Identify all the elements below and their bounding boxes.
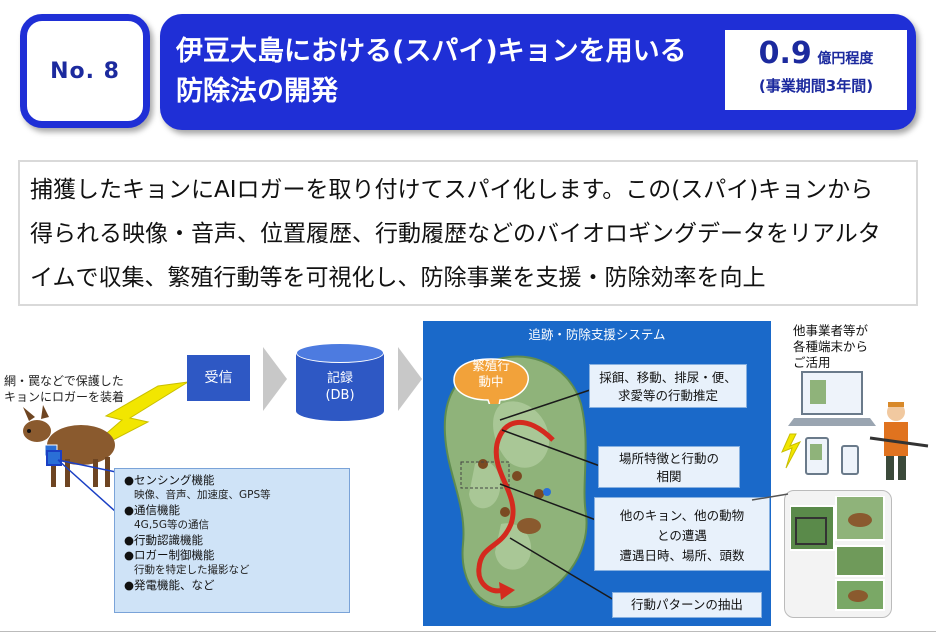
feature-control-detail: 行動を特定した撮影など (134, 564, 250, 576)
title-line-1: 伊豆大島における(スパイ)キョンを用いる (176, 36, 687, 67)
feature-box (114, 468, 350, 613)
number-text: No. 8 (50, 58, 120, 84)
deer-marker (534, 489, 544, 499)
budget-period: (事業期間3年間) (758, 77, 874, 95)
encounter-note: 他のキョン、他の動物 との遭遇 遭遇日時、場所、頭数 (594, 497, 770, 571)
title-line-2: 防除法の開発 (176, 76, 338, 107)
bottom-divider (0, 631, 936, 632)
mating-callout (453, 358, 530, 404)
budget-box: 0.9 億円程度 (事業期間3年間) (723, 28, 909, 112)
system-title: 追跡・防除支援システム (528, 327, 666, 342)
feature-control: ●ロガー制御機能 (124, 548, 215, 562)
feature-list: ●センシング機能 映像、音声、加速度、GPS等 ●通信機能 4G,5G等の通信 … (124, 473, 350, 593)
note2-line-2: 相関 (656, 469, 682, 484)
flow-arrow-1 (263, 347, 287, 411)
mating-line-2: 動中 (478, 374, 504, 389)
photo-thumbnails (790, 496, 885, 611)
description-line-1: 捕獲したキョンにAIロガーを取り付けてスパイ化します。この(スパイ)キョンから (30, 177, 874, 203)
highlight-area (460, 461, 510, 489)
flow-arrow-2 (398, 347, 422, 411)
photo-thumbnail (835, 496, 885, 541)
behavior-estimation-note: 採餌、移動、排尿・便、 求愛等の行動推定 (589, 364, 747, 408)
device-illustration (781, 371, 929, 480)
logger-point (543, 488, 551, 496)
location-correlation-note: 場所特徴と行動の 相関 (598, 446, 740, 488)
gallery-connector (751, 493, 789, 501)
capture-line-2: キョンにロガーを装着 (4, 390, 125, 404)
others-line-3: ご活用 (793, 355, 831, 370)
feature-communication: ●通信機能 (124, 503, 181, 517)
note1-line-1: 採餌、移動、排尿・便、 (599, 370, 737, 385)
others-line-1: 他事業者等が (793, 323, 869, 338)
capture-line-1: 網・罠などで保護した (4, 374, 124, 388)
note2-line-1: 場所特徴と行動の (618, 451, 719, 466)
record-line-1: 記録 (326, 371, 353, 386)
feature-sensing-detail: 映像、音声、加速度、GPS等 (134, 489, 271, 501)
number-badge: No. 8 (20, 14, 150, 128)
deer-marker (500, 507, 510, 517)
budget-unit: 億円程度 (817, 51, 874, 67)
note3-line-3: 遭遇日時、場所、頭数 (619, 548, 745, 563)
route-arrow-icon (499, 582, 515, 600)
photo-thumbnail (835, 545, 885, 577)
logger-connector-lines (57, 459, 117, 513)
description-line-3: イムで収集、繁殖行動等を可視化し、防除事業を支援・防除効率を向上 (30, 265, 766, 291)
capture-label: 網・罠などで保護した キョンにロガーを装着 (4, 373, 144, 405)
mating-line-1: 繁殖行 (472, 358, 510, 373)
record-line-2: (DB) (325, 388, 355, 403)
description-line-2: 得られる映像・音声、位置履歴、行動履歴などのバイオロギングデータをリアルタ (30, 221, 881, 247)
database-icon (296, 343, 384, 363)
other-users-label: 他事業者等が 各種端末から ご活用 (793, 323, 893, 371)
note3-line-1: 他のキョン、他の動物 (619, 508, 745, 523)
deer-icon (517, 518, 541, 534)
deer-marker (478, 459, 488, 469)
receive-box: 受信 (187, 355, 250, 401)
budget-value: 0.9 (758, 36, 812, 71)
smartphone-icon (841, 445, 859, 475)
logger-icon (46, 450, 62, 466)
pattern-extraction-note: 行動パターンの抽出 (612, 592, 762, 618)
database-label: 記録 (DB) (296, 370, 384, 404)
mating-label: 繁殖行 動中 (450, 358, 532, 390)
feature-recognition: ●行動認識機能 (124, 533, 204, 547)
hunter-icon (887, 403, 905, 421)
note3-line-2: との遭遇 (657, 528, 707, 543)
note1-line-2: 求愛等の行動推定 (617, 388, 718, 403)
rifle-icon (869, 436, 929, 448)
page-title: 伊豆大島における(スパイ)キョンを用いる 防除法の開発 (176, 32, 736, 112)
signal-bolt-icon (781, 433, 802, 469)
feature-communication-detail: 4G,5G等の通信 (134, 519, 209, 531)
description-text: 捕獲したキョンにAIロガーを取り付けてスパイ化します。この(スパイ)キョンから … (30, 168, 910, 300)
description-box (18, 160, 918, 306)
others-line-2: 各種端末から (793, 339, 869, 354)
deer-marker (512, 471, 522, 481)
feature-sensing: ●センシング機能 (124, 473, 215, 487)
feature-power: ●発電機能、など (124, 578, 215, 592)
callout-lines (499, 389, 615, 601)
movement-route (476, 420, 555, 594)
